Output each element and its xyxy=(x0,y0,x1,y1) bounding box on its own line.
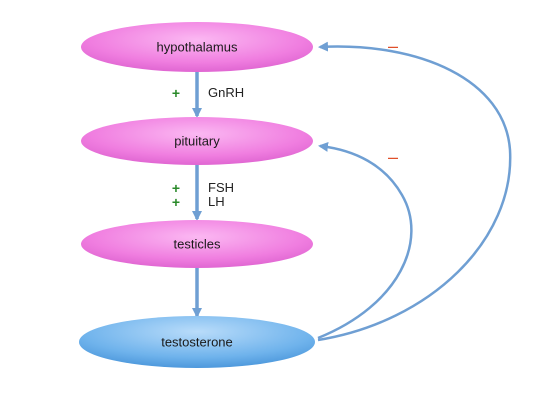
plus-sign-gnrh: + xyxy=(172,85,180,101)
node-testicles xyxy=(81,220,313,268)
minus-sign-pituitary: – xyxy=(388,147,398,167)
node-hypothalamus-label: hypothalamus xyxy=(157,40,238,55)
node-testosterone-label: testosterone xyxy=(161,335,233,350)
feedback-arrow-to-hypothalamus xyxy=(317,41,512,342)
node-hypothalamus xyxy=(81,22,313,72)
node-pituitary xyxy=(81,117,313,165)
node-pituitary-label: pituitary xyxy=(174,134,220,149)
feedback-arrow-to-pituitary xyxy=(317,141,413,340)
edge-label-fsh: FSH xyxy=(208,180,234,195)
node-testicles-label: testicles xyxy=(174,237,221,252)
plus-sign-lh: + xyxy=(172,194,180,210)
edge-label-gnrh: GnRH xyxy=(208,85,244,100)
minus-sign-hypothalamus: – xyxy=(388,36,398,56)
node-testosterone xyxy=(79,316,315,368)
plus-sign-fsh: + xyxy=(172,180,180,196)
edge-label-lh: LH xyxy=(208,194,225,209)
